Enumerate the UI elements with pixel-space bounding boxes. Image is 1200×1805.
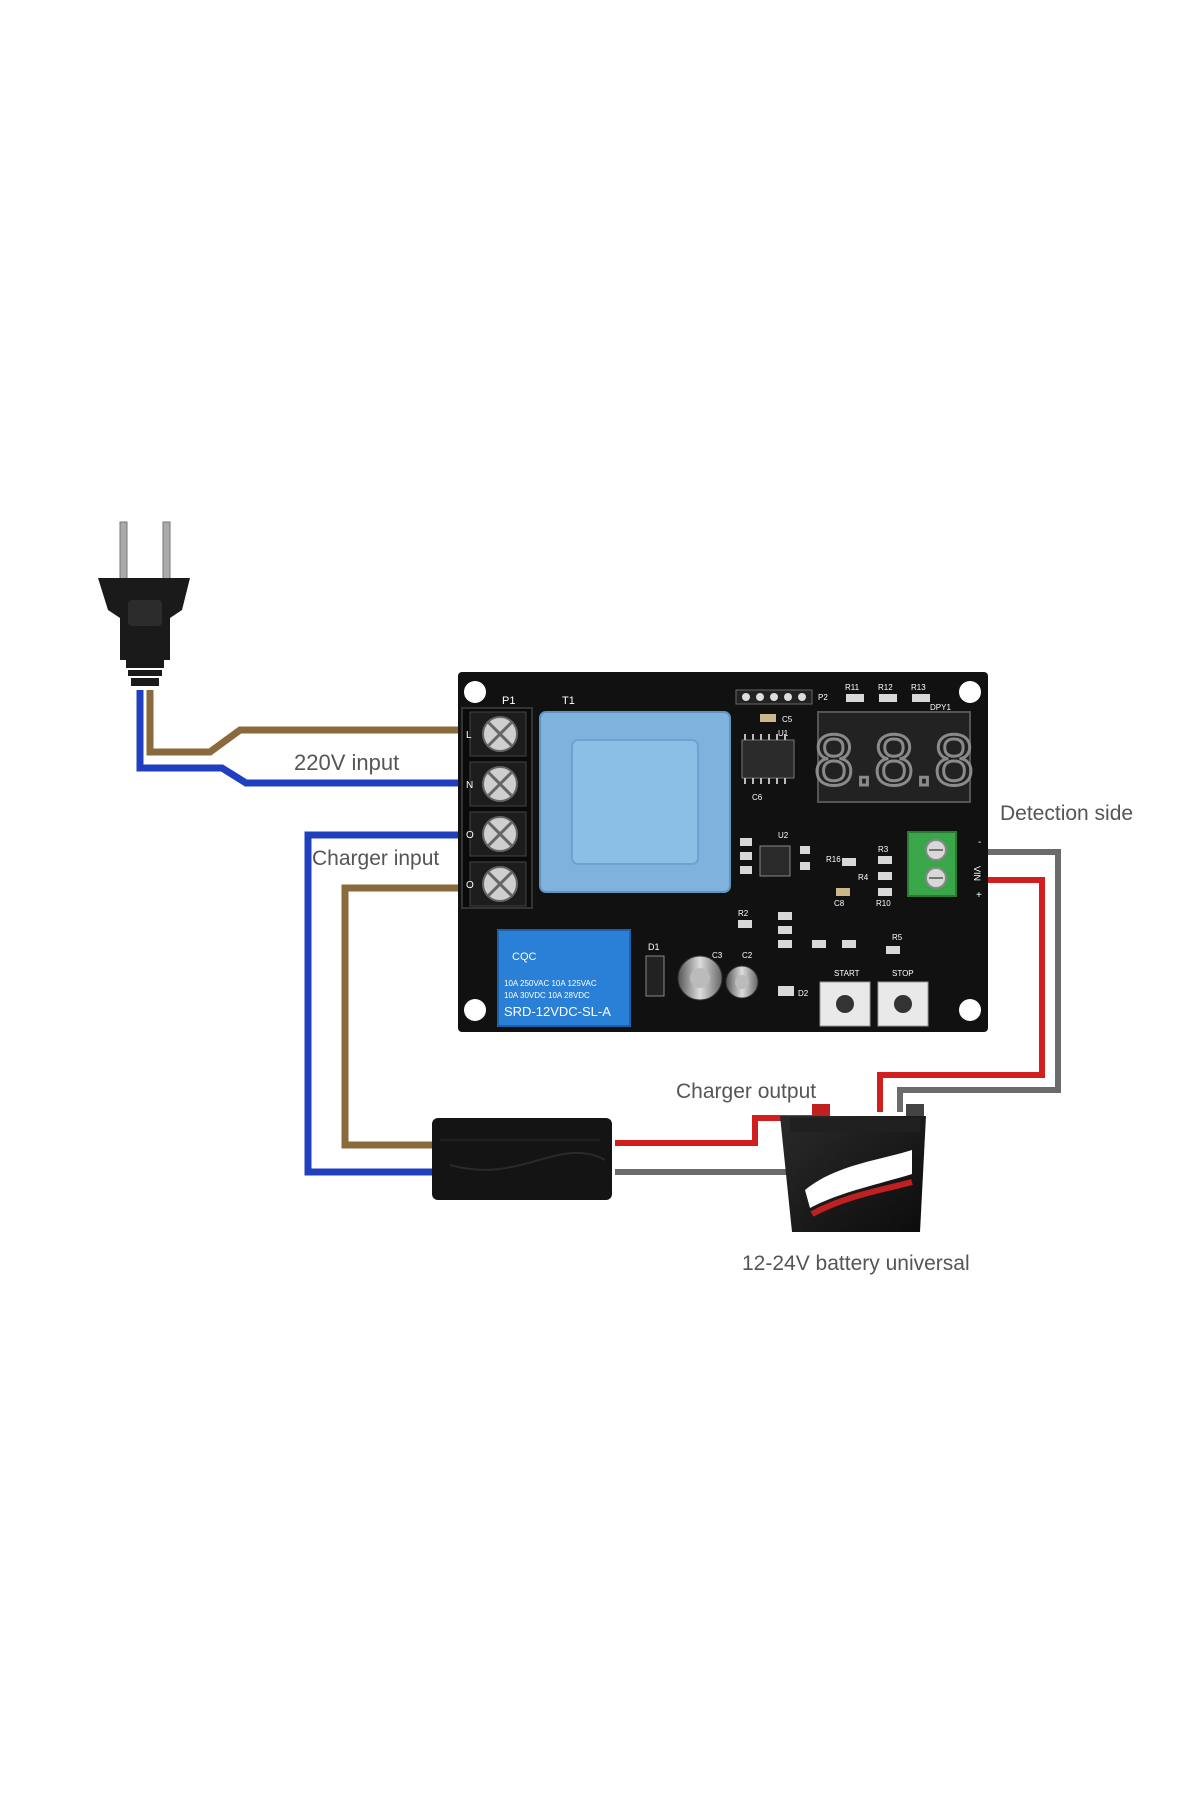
label-battery: 12-24V battery universal <box>742 1252 970 1275</box>
silk-vin-plus: + <box>976 890 982 901</box>
silk-stop: STOP <box>892 969 914 978</box>
silk-r13: R13 <box>911 683 926 692</box>
header-p2 <box>735 689 813 705</box>
capacitor-c2 <box>725 965 759 999</box>
silk-r2: R2 <box>738 909 749 918</box>
screw-terminal-4 <box>469 861 527 907</box>
mount-hole-tr <box>959 681 981 703</box>
smd-i <box>812 940 826 948</box>
diode-d2 <box>778 986 794 996</box>
silk-t1: T1 <box>562 695 575 707</box>
silk-vin-minus: - <box>978 837 981 848</box>
relay-model: SRD-12VDC-SL-A <box>504 1004 611 1019</box>
silk-r10: R10 <box>876 899 891 908</box>
resistor-r5 <box>886 946 900 954</box>
display-digits: 8.8.8 <box>814 721 974 801</box>
mount-hole-tl <box>464 681 486 703</box>
detection-positive-wire <box>877 877 1045 1112</box>
car-battery <box>780 1104 926 1232</box>
label-detection-side: Detection side <box>1000 802 1133 825</box>
detection-negative-wire <box>897 849 1061 1112</box>
label-charger-input: Charger input <box>312 847 439 870</box>
silk-u2: U2 <box>778 831 789 840</box>
mains-plug <box>98 521 190 686</box>
silk-p1: P1 <box>502 695 515 707</box>
smd-j <box>842 940 856 948</box>
smd-d <box>800 846 810 854</box>
silk-p2: P2 <box>818 693 828 702</box>
ic-u1 <box>741 734 795 784</box>
resistor-r16 <box>842 858 856 866</box>
silk-vin: VIN <box>972 866 982 881</box>
silk-d1: D1 <box>648 942 660 952</box>
mount-hole-br <box>959 999 981 1021</box>
silk-c8: C8 <box>834 899 845 908</box>
charger-adapter <box>432 1118 612 1200</box>
detection-terminal-block <box>907 831 957 897</box>
smd-c <box>740 866 752 874</box>
seven-segment-display: 8.8.8 <box>812 711 976 803</box>
resistor-r2 <box>738 920 752 928</box>
terminal-mark-o2: O <box>466 880 474 891</box>
screw-terminal-1 <box>469 711 527 757</box>
relay-cert: CQC <box>512 951 537 963</box>
transformer-t1 <box>539 711 731 893</box>
mount-hole-bl <box>464 999 486 1021</box>
resistor-r11 <box>846 694 864 702</box>
relay-rating-1: 10A 250VAC 10A 125VAC <box>504 979 597 988</box>
silk-r4: R4 <box>858 873 869 882</box>
silk-u1: U1 <box>778 729 789 738</box>
resistor-r12 <box>879 694 897 702</box>
regulator-u2 <box>759 845 791 877</box>
silk-d2: D2 <box>798 989 809 998</box>
battery-negative-post <box>906 1104 924 1118</box>
smd-a <box>740 838 752 846</box>
start-button[interactable] <box>819 981 871 1027</box>
silk-r12: R12 <box>878 683 893 692</box>
battery-positive-post <box>812 1104 830 1118</box>
charger-input-blue-wire <box>304 831 470 1176</box>
silk-r5: R5 <box>892 933 903 942</box>
smd-b <box>740 852 752 860</box>
resistor-r3 <box>878 856 892 864</box>
relay-rating-2: 10A 30VDC 10A 28VDC <box>504 991 590 1000</box>
neutral-wire <box>136 690 470 787</box>
diode-d1 <box>645 955 665 997</box>
silk-c3: C3 <box>712 951 723 960</box>
capacitor-c3 <box>677 955 723 1001</box>
relay: CQC 10A 250VAC 10A 125VAC 10A 30VDC 10A … <box>497 929 631 1027</box>
silk-c6: C6 <box>752 793 763 802</box>
smd-e <box>800 862 810 870</box>
cap-c8 <box>836 888 850 896</box>
terminal-mark-l: L <box>466 730 472 741</box>
smd-f <box>778 912 792 920</box>
silk-c5: C5 <box>782 715 793 724</box>
stop-button[interactable] <box>877 981 929 1027</box>
resistor-r4 <box>878 872 892 880</box>
smd-g <box>778 926 792 934</box>
silk-r16: R16 <box>826 855 841 864</box>
smd-h <box>778 940 792 948</box>
silk-dpy1: DPY1 <box>930 703 951 712</box>
silk-r11: R11 <box>845 683 860 692</box>
terminal-block-p1: L N O O <box>461 707 533 909</box>
silk-start: START <box>834 969 860 978</box>
charger-input-brown-wire <box>341 884 470 1149</box>
resistor-r13 <box>912 694 930 702</box>
charger-control-board: L N O O P1 T1 P2 C5 U1 <box>458 672 988 1032</box>
screw-terminal-2 <box>469 761 527 807</box>
label-charger-output: Charger output <box>676 1080 816 1103</box>
resistor-r10-body <box>878 888 892 896</box>
screw-terminal-3 <box>469 811 527 857</box>
terminal-mark-o1: O <box>466 830 474 841</box>
silk-r3: R3 <box>878 845 889 854</box>
silk-c2: C2 <box>742 951 753 960</box>
live-wire <box>146 690 470 756</box>
terminal-mark-n: N <box>466 780 473 791</box>
label-220v-input: 220V input <box>294 750 399 775</box>
cap-c5 <box>760 714 776 722</box>
